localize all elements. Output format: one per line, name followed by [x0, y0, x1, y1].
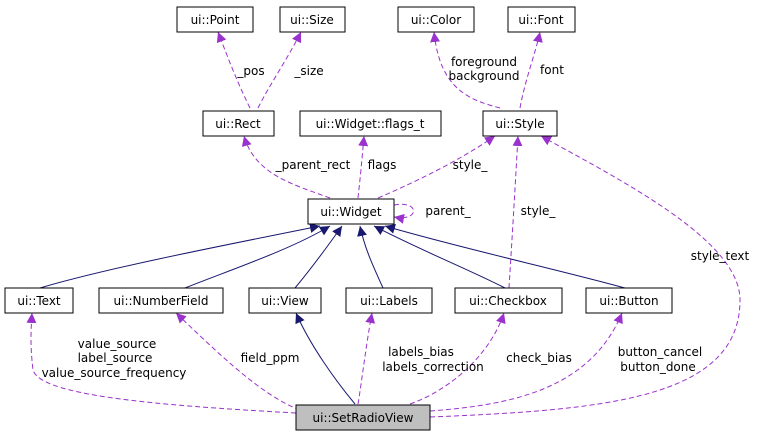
- svg-text:ui::Style: ui::Style: [495, 117, 544, 131]
- node-ui-size: ui::Size: [279, 6, 346, 33]
- node-ui-numberfield: ui::NumberField: [98, 287, 224, 314]
- svg-text:ui::Point: ui::Point: [191, 13, 240, 27]
- node-ui-labels: ui::Labels: [345, 287, 433, 314]
- edge-view-widget: [294, 225, 343, 289]
- edge-setradioview-button: [429, 312, 623, 412]
- edge-widget-rect: [241, 135, 331, 199]
- label-style-text: style_text: [691, 249, 750, 263]
- label-field-ppm: field_ppm: [241, 351, 300, 365]
- svg-text:ui::View: ui::View: [261, 294, 309, 308]
- edge-style-color: [430, 31, 501, 109]
- edge-numberfield-widget: [184, 225, 331, 289]
- edge-setradioview-view: [295, 312, 356, 405]
- node-ui-setradioview: ui::SetRadioView: [295, 404, 431, 431]
- node-ui-style: ui::Style: [482, 110, 558, 137]
- node-ui-color: ui::Color: [397, 6, 475, 33]
- node-ui-checkbox: ui::Checkbox: [454, 287, 563, 314]
- node-ui-rect: ui::Rect: [202, 110, 275, 137]
- label-pos: _pos: [236, 64, 264, 78]
- label-value-source: value_source: [78, 337, 157, 351]
- edge-text-widget: [39, 223, 321, 289]
- edge-style-font: [519, 31, 543, 109]
- edge-widget-flags: [357, 135, 369, 199]
- edge-setradioview-text: [26, 312, 297, 414]
- svg-text:ui::Rect: ui::Rect: [215, 117, 261, 131]
- edge-rect-point: [216, 31, 251, 109]
- svg-text:ui::Labels: ui::Labels: [360, 294, 418, 308]
- node-ui-button: ui::Button: [585, 287, 673, 314]
- label-checkbox-style: style_: [521, 204, 557, 218]
- label-button-cancel: button_cancel: [618, 345, 702, 359]
- edge-setradioview-numberfield: [175, 312, 301, 411]
- svg-text:ui::SetRadioView: ui::SetRadioView: [313, 411, 414, 425]
- label-background: background: [449, 69, 520, 83]
- label-flags: flags: [368, 158, 397, 172]
- label-foreground: foreground: [451, 55, 517, 69]
- label-parent-rect: _parent_rect: [275, 158, 351, 172]
- edge-widget-style: [377, 135, 496, 199]
- edge-setradioview-style: [429, 135, 741, 418]
- label-size: _size: [293, 64, 323, 78]
- svg-text:ui::NumberField: ui::NumberField: [114, 294, 209, 308]
- label-value-source-frequency: value_source_frequency: [42, 366, 187, 380]
- label-label-source: label_source: [78, 351, 153, 365]
- node-ui-point: ui::Point: [176, 6, 254, 33]
- node-ui-view: ui::View: [248, 287, 322, 314]
- label-check-bias: check_bias: [506, 351, 572, 365]
- svg-text:ui::Text: ui::Text: [17, 294, 61, 308]
- svg-text:ui::Size: ui::Size: [290, 13, 334, 27]
- label-parent: parent_: [425, 204, 471, 218]
- edge-checkbox-style: [508, 135, 523, 289]
- edge-labels-widget: [357, 225, 384, 289]
- node-ui-text: ui::Text: [4, 287, 74, 314]
- node-ui-widget-flags-t: ui::Widget::flags_t: [299, 110, 442, 137]
- node-ui-font: ui::Font: [507, 6, 576, 33]
- edge-rect-size: [257, 31, 302, 109]
- edge-setradioview-labels: [357, 312, 376, 405]
- svg-text:ui::Widget::flags_t: ui::Widget::flags_t: [316, 117, 425, 131]
- edge-checkbox-widget: [373, 225, 506, 289]
- edge-setradioview-checkbox: [409, 312, 506, 405]
- svg-text:ui::Widget: ui::Widget: [320, 205, 382, 219]
- svg-text:ui::Font: ui::Font: [518, 13, 563, 27]
- svg-text:ui::Checkbox: ui::Checkbox: [469, 294, 547, 308]
- node-ui-widget: ui::Widget: [307, 198, 395, 225]
- label-button-done: button_done: [620, 360, 696, 374]
- svg-text:ui::Color: ui::Color: [411, 13, 461, 27]
- label-labels-correction: labels_correction: [382, 360, 484, 374]
- label-style: style_: [453, 158, 489, 172]
- edge-button-widget: [384, 224, 626, 289]
- svg-text:ui::Button: ui::Button: [599, 294, 658, 308]
- label-font: font: [540, 63, 564, 77]
- label-labels-bias: labels_bias: [388, 345, 454, 359]
- edge-widget-parent: [393, 203, 414, 224]
